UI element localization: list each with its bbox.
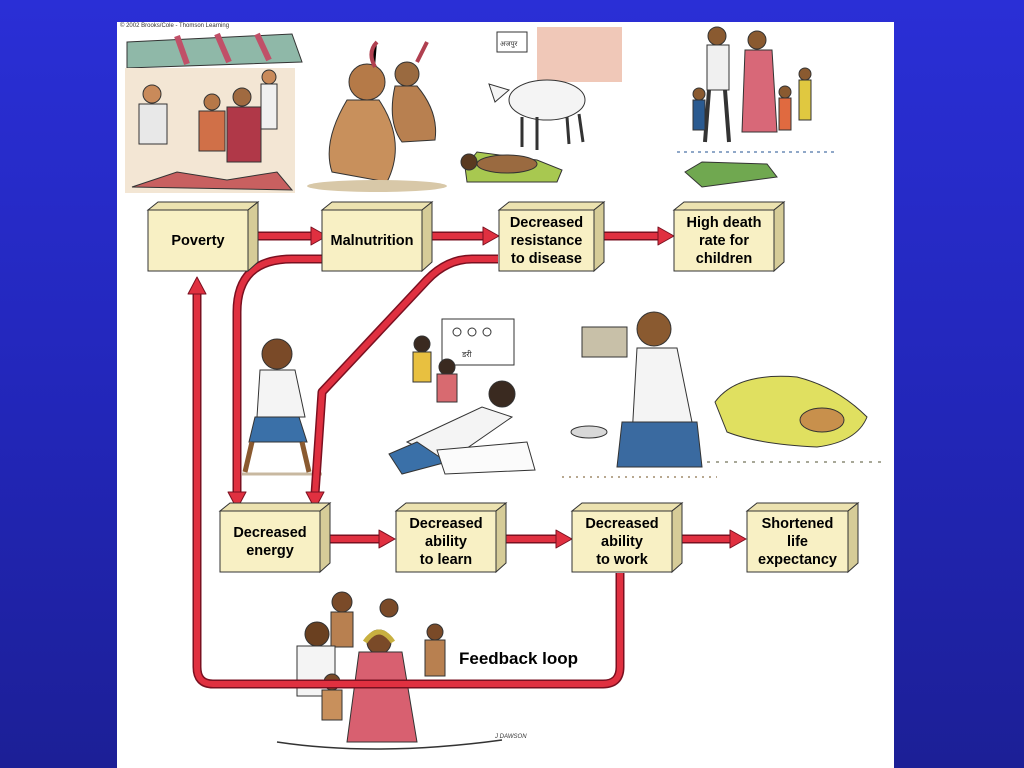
box-high-death-rate [672, 200, 786, 273]
diagram-canvas: अजपुर [125, 26, 887, 750]
large-poor-family-illustration [276, 591, 503, 750]
thin-boy-sitting-illustration [242, 338, 322, 476]
poor-family-under-awning-illustration [125, 32, 303, 193]
artist-signature: J DAWSON [495, 734, 527, 740]
malnourished-children-sitting-illustration [307, 40, 447, 192]
svg-text:अजपुर: अजपुर [500, 40, 518, 48]
arrow-resistance-to-energy [305, 254, 498, 510]
diagram-panel: © 2002 Brooks/Cole - Thomson Learning [117, 22, 894, 768]
box-poverty [146, 200, 260, 273]
box-decreased-resistance [497, 200, 606, 273]
arrow-malnutrition-to-energy [227, 254, 322, 510]
arrow-learn-to-work [502, 529, 573, 549]
man-with-begging-bowl-illustration [562, 311, 717, 478]
node-boxes [146, 200, 860, 574]
arrow-feedback-loop [187, 276, 625, 689]
arrow-energy-to-learn [329, 529, 396, 549]
arrow-poverty-to-malnutrition [251, 226, 328, 246]
box-decreased-energy [218, 501, 332, 574]
copyright-notice: © 2002 Brooks/Cole - Thomson Learning [120, 23, 230, 29]
family-with-child-funeral-illustration [677, 26, 837, 188]
arrow-resistance-to-death-rate [603, 226, 675, 246]
box-shortened-life [745, 501, 860, 574]
children-studying-illustration: डरी [388, 318, 536, 475]
arrow-work-to-life [678, 529, 747, 549]
box-decreased-learn [394, 501, 508, 574]
svg-text:डरी: डरी [461, 349, 473, 359]
box-decreased-work [570, 501, 684, 574]
arrow-malnutrition-to-resistance [421, 226, 500, 246]
child-lying-near-cow-illustration: अजपुर [460, 27, 622, 183]
box-malnutrition [320, 200, 434, 273]
covered-body-on-ground-illustration [707, 375, 887, 463]
feedback-loop-label: Feedback loop [459, 649, 579, 668]
